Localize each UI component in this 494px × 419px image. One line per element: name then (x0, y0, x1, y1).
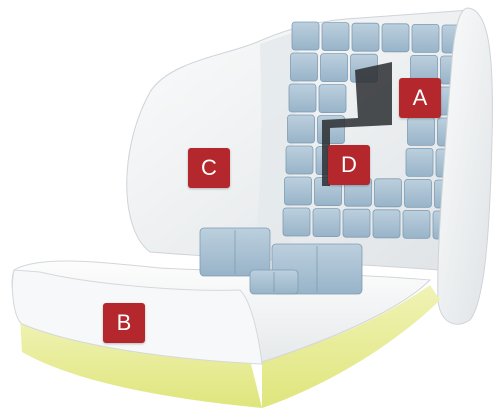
label-d: D (328, 145, 370, 185)
label-a: A (399, 78, 441, 118)
gel-cube (285, 177, 312, 205)
gel-cube (321, 54, 348, 82)
label-c: C (188, 148, 230, 188)
gel-cube (408, 117, 435, 145)
gel-cube (382, 24, 409, 52)
gel-cube (405, 179, 432, 207)
gel-cube (412, 24, 439, 52)
gel-cube (289, 84, 316, 112)
gel-cube (292, 22, 319, 50)
gel-cube (352, 23, 379, 51)
gel-cube (288, 115, 315, 143)
gel-cube (291, 53, 318, 81)
gel-cube (283, 208, 310, 236)
gel-cube (375, 179, 402, 207)
gel-cube (322, 23, 349, 51)
gel-cube (286, 146, 313, 174)
gel-cube (343, 209, 370, 237)
label-b: B (103, 303, 145, 343)
gel-cube (373, 210, 400, 238)
gel-cube (403, 210, 430, 238)
gel-cube (313, 209, 340, 237)
gel-cube (319, 85, 346, 113)
gel-cube (406, 148, 433, 176)
